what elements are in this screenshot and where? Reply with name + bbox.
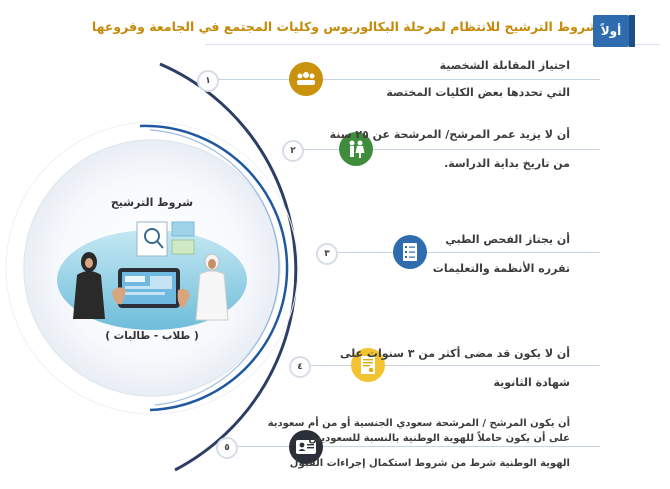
condition-number: ٥ [216,437,238,459]
center-subtitle: ( طلاب - طالبات ) [105,330,199,342]
condition-line1: اجتياز المقابلة الشخصية [439,59,570,72]
certificate-icon [351,348,385,382]
checklist-icon [393,235,427,269]
condition-line1: أن لا يزيد عمر المرشح/ المرشحة عن ٢٥ سنة [329,128,570,141]
center-title: شروط الترشيح [110,196,194,209]
row-line [225,446,600,447]
condition-line2: من تاريخ بداية الدراسة. [444,157,570,170]
header-badge: أولاً [593,15,629,47]
row-line [330,252,600,253]
condition-line3: الهوية الوطنية شرط من شروط استكمال إجراء… [289,458,570,469]
condition-line1: أن يكون المرشح / المرشحة سعودي الجنسية أ… [267,418,570,429]
condition-line1: أن لا يكون قد مضى أكثر من ٣ سنوات على [339,347,570,360]
outer-arc [159,62,298,472]
condition-number: ٤ [289,356,311,378]
man-woman-icon [339,132,373,166]
condition-number: ٢ [282,140,304,162]
row-line [290,149,600,150]
condition-number: ١ [197,70,219,92]
row-line [210,79,600,80]
header-title: شروط الترشيح للانتظام لمرحلة البكالوريوس… [91,19,598,34]
header-badge-edge [629,15,635,47]
condition-line2: شهادة الثانوية [493,376,570,389]
group-people-icon [289,62,323,96]
condition-line2: على أن يكون حاملاً للهوية الوطنية بالنسب… [308,433,570,444]
header-bar [205,19,660,45]
condition-line1: أن يجتاز الفحص الطبي [445,233,570,246]
condition-number: ٣ [316,243,338,265]
row-line [300,365,600,366]
condition-line2: التي تحددها بعض الكليات المختصة [386,86,570,99]
id-card-icon [289,430,323,464]
condition-line2: تقرره الأنظمة والتعليمات [432,262,570,275]
